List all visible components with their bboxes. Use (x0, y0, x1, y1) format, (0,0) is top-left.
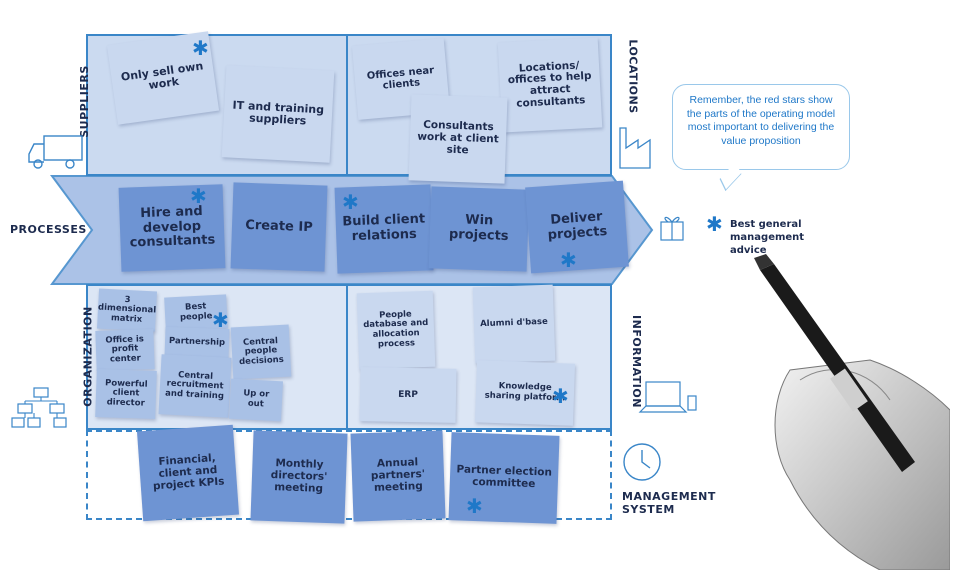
laptop-icon (638, 381, 697, 413)
org-chart-icon (11, 387, 67, 428)
star-icon: ✱ (560, 248, 577, 272)
organization-label: ORGANIZATION (81, 306, 95, 407)
note-win: Win projects (428, 186, 530, 272)
note-central-recruit: Central recruitment and training (158, 354, 232, 418)
note-up-out: Up or out (228, 378, 284, 422)
hand-marker-illustration (754, 254, 950, 570)
note-matrix: 3 dimensional matrix (96, 288, 158, 332)
note-monthly: Monthly directors' meeting (250, 430, 348, 524)
note-financial: Financial, client and project KPIs (136, 424, 240, 522)
star-icon: ✱ (552, 384, 569, 408)
note-erp: ERP (359, 367, 457, 423)
callout-bubble: Remember, the red stars show the parts o… (672, 84, 850, 170)
star-icon: ✱ (342, 190, 359, 214)
note-office-profit: Office is profit center (95, 329, 155, 371)
note-locations-help: Locations/ offices to help attract consu… (497, 37, 603, 133)
note-it-training: IT and training suppliers (221, 65, 335, 163)
star-icon: ✱ (190, 184, 207, 208)
note-hire: Hire and develop consultants (118, 184, 226, 272)
note-people-db: People database and allocation process (356, 290, 436, 370)
note-central-people: Central people decisions (230, 324, 292, 380)
star-icon: ✱ (192, 36, 209, 60)
note-create-ip: Create IP (230, 182, 328, 272)
note-deliver: Deliver projects (525, 180, 629, 274)
star-icon: ✱ (212, 308, 229, 332)
truck-icon (28, 135, 83, 169)
management-frame (86, 430, 612, 520)
processes-label: PROCESSES (10, 223, 87, 236)
clock-icon (623, 443, 661, 481)
suppliers-label: SUPPLIERS (77, 65, 91, 138)
note-powerful: Powerful client director (95, 368, 157, 420)
note-annual: Annual partners' meeting (350, 430, 446, 522)
note-consultants-site: Consultants work at client site (408, 94, 508, 184)
management-system-label: MANAGEMENT SYSTEM (622, 490, 716, 517)
star-icon: ✱ (466, 494, 483, 518)
gift-icon (660, 216, 684, 241)
legend-star-icon: ✱ (706, 212, 723, 236)
legend-label: Best general management advice (730, 219, 805, 256)
factory-icon (619, 127, 651, 169)
note-alumni: Alumni d'base (472, 284, 556, 364)
locations-label: LOCATIONS (626, 39, 640, 114)
